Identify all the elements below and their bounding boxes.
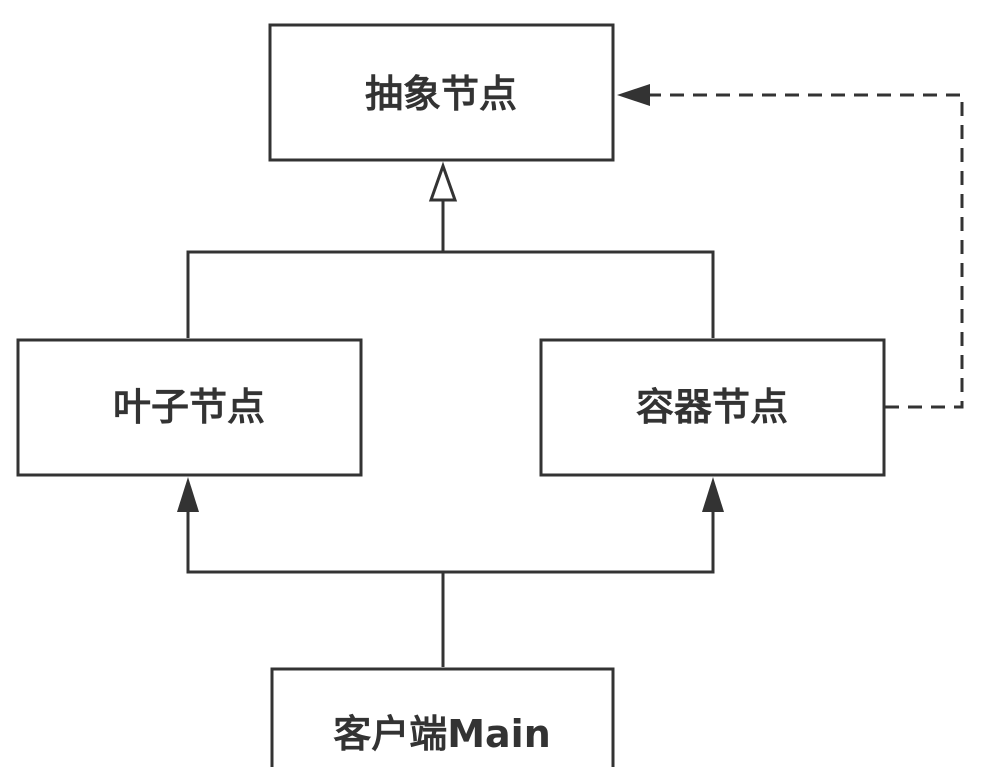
node-container-label: 容器节点 xyxy=(636,385,788,429)
edge-leaf-to-abstract xyxy=(186,250,443,338)
node-client[interactable]: 客户端Main xyxy=(270,667,615,767)
node-leaf[interactable]: 叶子节点 xyxy=(16,338,363,477)
node-client-label: 客户端Main xyxy=(333,712,551,756)
node-abstract-box xyxy=(268,23,615,162)
node-leaf-label: 叶子节点 xyxy=(113,385,265,429)
node-abstract[interactable]: 抽象节点 xyxy=(268,23,615,162)
edge-client-to-leaf xyxy=(186,510,443,574)
filled-arrowhead xyxy=(617,84,650,106)
filled-arrowhead-leaf xyxy=(177,477,199,512)
node-abstract-label: 抽象节点 xyxy=(365,72,517,116)
edge-container-to-abstract xyxy=(443,250,715,338)
edge-container-to-abstract-dashed xyxy=(650,93,964,409)
client-association-edge xyxy=(177,477,724,667)
node-leaf-box xyxy=(16,338,363,477)
generalization-edge xyxy=(186,161,715,338)
node-container[interactable]: 容器节点 xyxy=(539,338,886,477)
node-container-box xyxy=(539,338,886,477)
hollow-triangle-arrowhead xyxy=(428,161,458,202)
edge-client-to-container xyxy=(443,510,715,574)
dashed-association-edge xyxy=(617,84,964,409)
node-client-box xyxy=(270,667,615,767)
filled-arrowhead-container xyxy=(702,477,724,512)
